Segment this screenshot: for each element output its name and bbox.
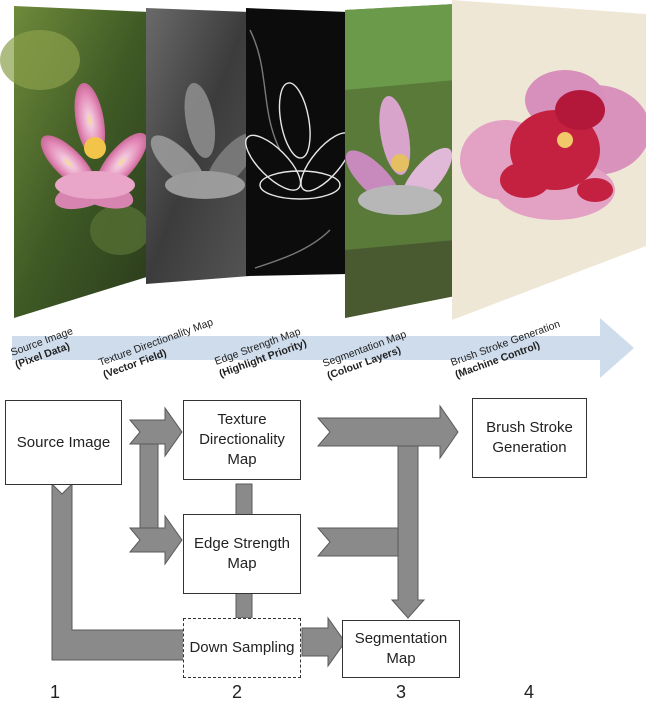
box-brush-label: Brush Stroke Generation — [486, 419, 573, 456]
arrow-seg-to-brush — [390, 445, 426, 619]
edge-map-panel — [245, 8, 353, 276]
box-seg-label: Segmentation Map — [354, 630, 448, 667]
box-source-label: Source Image — [16, 433, 111, 451]
segmentation-map-panel — [345, 4, 455, 318]
box-edge-map: Edge Strength Map — [183, 514, 301, 594]
box-down-sampling: Down Sampling — [183, 618, 301, 678]
box-brush-stroke: Brush Stroke Generation — [472, 398, 587, 478]
brush-painting-panel — [452, 0, 646, 320]
arrow-down-to-seg — [301, 616, 346, 668]
stage-number-4: 4 — [523, 682, 534, 702]
connector-chevrons-vertical — [139, 443, 159, 529]
stage-number-3: 3 — [395, 682, 406, 702]
process-flow-arrow — [12, 318, 634, 378]
box-down-label: Down Sampling — [189, 639, 295, 656]
texture-map-panel — [146, 8, 258, 284]
connectors — [51, 404, 459, 668]
arrow-texture-to-brush — [316, 404, 459, 460]
box-source-image: Source Image — [5, 400, 122, 485]
arrow-source-to-down — [51, 482, 186, 661]
box-segmentation-map: Segmentation Map — [342, 620, 460, 678]
box-edge-label: Edge Strength Map — [194, 535, 290, 572]
stage-number-2: 2 — [231, 682, 242, 702]
source-image-panel — [0, 6, 150, 318]
box-texture-map: Texture Directionality Map — [183, 400, 301, 480]
box-texture-label: Texture Directionality Map — [199, 411, 285, 468]
stage-number-1: 1 — [49, 682, 60, 702]
